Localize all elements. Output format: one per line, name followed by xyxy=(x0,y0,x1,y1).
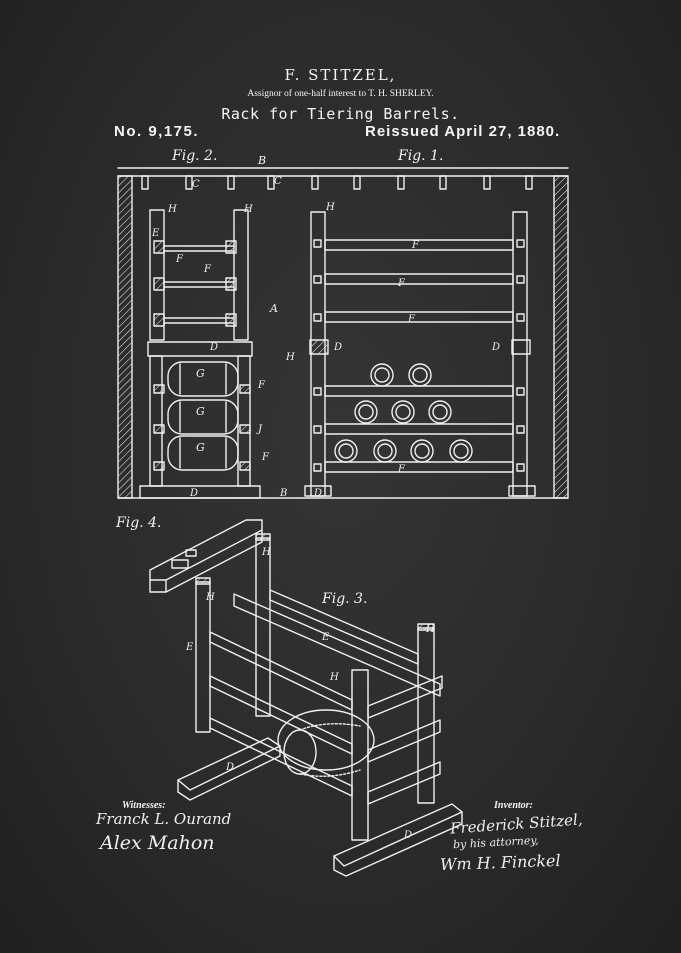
witness-signature-1: Franck L. Ourand xyxy=(96,810,232,828)
label-g-1: G xyxy=(196,367,205,380)
label-f-6: F xyxy=(397,278,406,289)
label-f-1: F xyxy=(175,254,184,265)
label-c: C xyxy=(192,179,200,190)
label-d-6: D xyxy=(225,762,234,773)
patentee-name: F. STITZEL, xyxy=(284,66,397,84)
label-d-4: D xyxy=(491,342,500,353)
label-d-1: D xyxy=(209,342,218,353)
fig-1-label: Fig. 1. xyxy=(397,148,443,164)
label-h-6: H xyxy=(261,547,271,558)
assignment-line: Assignor of one-half interest to T. H. S… xyxy=(247,89,434,99)
label-h-1: H xyxy=(167,204,177,215)
figure-titles: Fig. 2. Fig. 1. Fig. 4. Fig. 3. xyxy=(115,148,443,607)
label-h-5: H xyxy=(205,592,215,603)
label-h-7: H xyxy=(329,672,339,683)
label-g-3: G xyxy=(196,441,205,454)
inventor-label: Inventor: xyxy=(494,800,533,811)
figure-2-rack xyxy=(139,209,261,499)
witness-signature-2: Alex Mahon xyxy=(100,832,215,854)
label-d-7: D xyxy=(403,830,412,841)
label-d-3: D xyxy=(333,342,342,353)
fig-4-label: Fig. 4. xyxy=(115,515,161,531)
label-f-2: F xyxy=(203,264,212,275)
figure-3-rack xyxy=(177,533,463,877)
ceiling-pegs xyxy=(141,175,533,190)
label-e-3: E xyxy=(321,632,330,643)
label-e-1: E xyxy=(151,228,160,239)
label-e-2: E xyxy=(185,642,194,653)
label-b-top: B xyxy=(257,154,266,167)
witnesses-label: Witnesses: xyxy=(122,800,166,811)
label-h-2: H xyxy=(243,204,253,215)
patent-number: No. 9,175. xyxy=(114,123,200,140)
label-j: J xyxy=(256,424,263,435)
figure-1-2-frame xyxy=(117,167,569,499)
label-f-4: F xyxy=(261,452,270,463)
label-c-2: C xyxy=(274,176,282,187)
label-a: A xyxy=(269,302,278,315)
label-f-5: F xyxy=(411,240,420,251)
label-f-8: F xyxy=(397,464,406,475)
label-g-2: G xyxy=(196,405,205,418)
patent-title: Rack for Tiering Barrels. xyxy=(221,105,460,123)
label-h-3: H xyxy=(285,352,295,363)
fig-2-label: Fig. 2. xyxy=(171,148,217,164)
label-f-7: F xyxy=(407,314,416,325)
label-d-2: D xyxy=(189,488,198,499)
label-f-3: F xyxy=(257,380,266,391)
label-b-bottom: B xyxy=(279,488,287,499)
label-h-4: H xyxy=(325,202,335,213)
part-labels: B C C H H E F F A D H G G G F J F D B H … xyxy=(151,154,500,841)
label-h-8: H xyxy=(425,624,435,635)
label-d-5: D xyxy=(313,488,322,499)
figure-1-rack xyxy=(304,211,536,497)
fig-3-label: Fig. 3. xyxy=(321,591,367,607)
reissue-date: Reissued April 27, 1880. xyxy=(365,123,561,140)
